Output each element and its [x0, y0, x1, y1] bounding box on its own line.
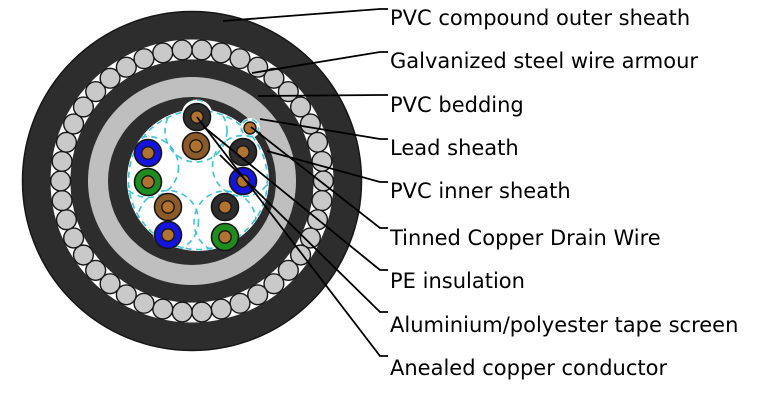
armour-ball [115, 284, 137, 306]
armour-ball [51, 189, 73, 212]
armour-ball [299, 227, 321, 249]
armour-ball [289, 96, 312, 118]
armour-ball [51, 150, 73, 173]
leader-line [250, 126, 388, 229]
armour-ball [277, 259, 299, 281]
copper-conductor-core [161, 200, 175, 214]
armour-ball [229, 48, 251, 70]
armour-ball [263, 273, 285, 295]
leader-line [251, 51, 388, 74]
armour-ball [99, 67, 121, 89]
pair-screen-dash-circle [164, 99, 228, 163]
diagram-label: Lead sheath [390, 136, 519, 160]
armour-ball [152, 298, 174, 320]
diagram-label: PE insulation [390, 269, 525, 293]
armour-ball [85, 259, 107, 281]
armour-ball [171, 301, 193, 323]
armour-ball [247, 284, 269, 306]
armour-ball [210, 298, 232, 320]
copper-conductor-core [218, 230, 232, 244]
armour-ball [49, 170, 72, 192]
armour-ball [311, 189, 333, 212]
pair-screen-dash-circle [127, 135, 180, 199]
copper-conductor-core [236, 145, 250, 159]
armour-ball [85, 81, 107, 103]
armour-ball [72, 244, 95, 266]
armour-ball [299, 113, 321, 135]
diagram-label: PVC inner sheath [390, 179, 571, 203]
armour-ball [229, 292, 251, 314]
leader-line [266, 150, 388, 183]
diagram-label: Galvanized steel wire armour [390, 49, 699, 73]
tape-screen-dashes [127, 99, 269, 251]
copper-conductor-core [141, 175, 155, 189]
armour-ball [115, 56, 137, 78]
leader-line [222, 8, 388, 22]
armour-ball [63, 113, 85, 135]
diagram-label: Anealed copper conductor [390, 356, 668, 380]
armour-ball [171, 39, 193, 61]
armour-ball [55, 131, 78, 153]
copper-conductor-core [236, 174, 250, 188]
diagram-label: Aluminium/polyester tape screen [390, 313, 739, 337]
armour-ball [63, 227, 85, 249]
armour-ball [55, 209, 78, 231]
armour-ball [306, 131, 329, 153]
pair-screen-dash-circle [211, 134, 269, 198]
armour-ball [191, 39, 213, 61]
armour-ball [312, 170, 334, 192]
armour-ball [133, 48, 155, 70]
drain-wire-dash-circle [240, 118, 260, 138]
drain-wire [243, 121, 257, 135]
leader-line [203, 126, 388, 271]
diagram-label: Tinned Copper Drain Wire [390, 226, 661, 250]
copper-conductor-core [141, 146, 155, 160]
leader-line [257, 94, 388, 97]
armour-ball [210, 42, 232, 64]
armour-ball [72, 96, 95, 118]
armour-ball [263, 67, 285, 89]
leader-line [259, 118, 388, 140]
diagram-label: PVC bedding [390, 93, 524, 117]
copper-conductor-core [218, 200, 232, 214]
leader-line [219, 154, 388, 313]
leader-line [196, 116, 388, 357]
armour-ball [99, 273, 121, 295]
copper-conductor-core [161, 228, 175, 242]
armour-ball [133, 292, 155, 314]
diagram-label: PVC compound outer sheath [390, 6, 691, 30]
armour-ball [152, 42, 174, 64]
armour-ball [191, 301, 213, 323]
copper-conductor-core [189, 139, 203, 153]
